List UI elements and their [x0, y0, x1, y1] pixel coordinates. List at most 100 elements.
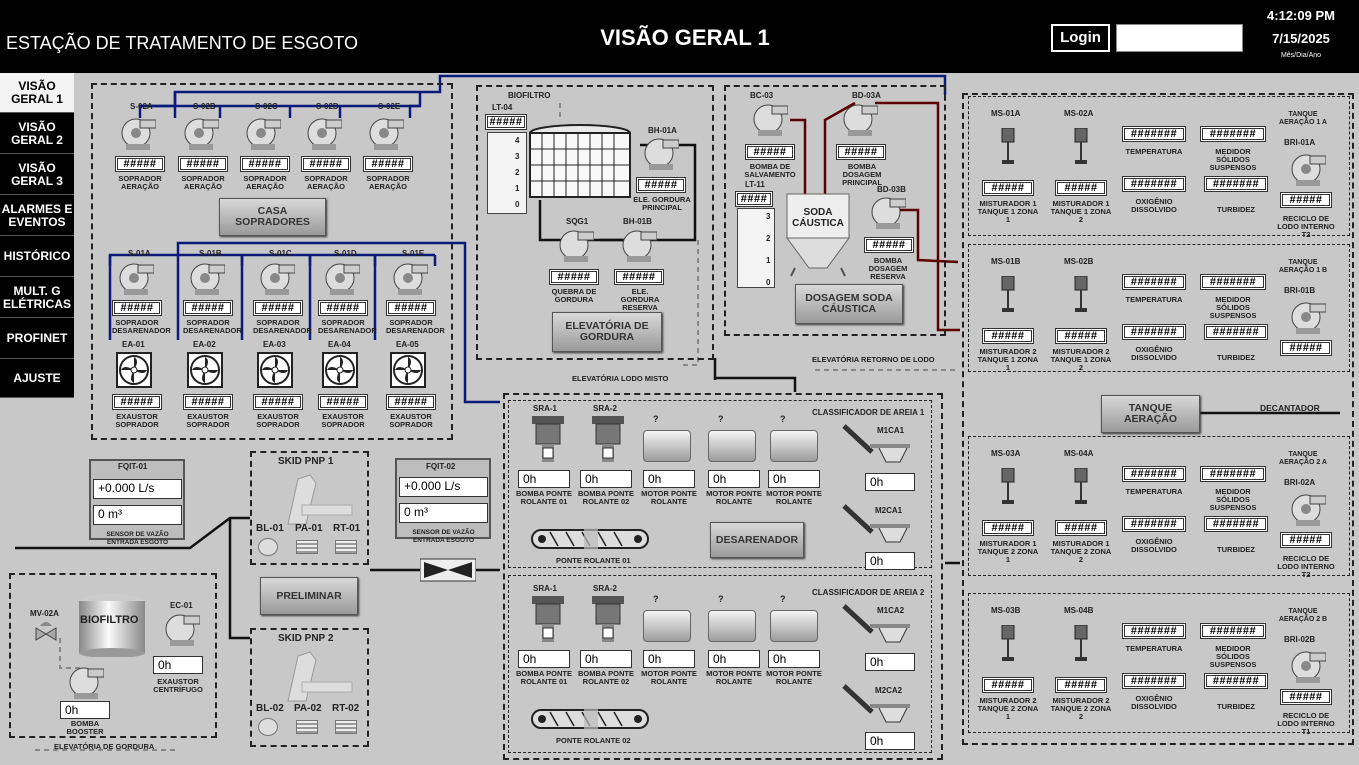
classif1-motor-icon-0[interactable] [643, 430, 691, 462]
classif2-hours-3[interactable]: 0h [708, 650, 760, 668]
aer-1-bri-value[interactable]: ##### [1280, 340, 1332, 356]
desarenador-button[interactable]: DESARENADOR [710, 522, 804, 558]
classif1-hours-2[interactable]: 0h [643, 470, 695, 488]
aer-2-mixer-value-1[interactable]: ##### [1055, 520, 1107, 536]
blower-aer-value-1[interactable]: ##### [178, 156, 228, 172]
aer-0-temp-value[interactable]: ####### [1122, 126, 1186, 142]
classif2-hours-1[interactable]: 0h [580, 650, 632, 668]
booster-hours[interactable]: 0h [60, 701, 110, 719]
exhaust-fan-icon-3[interactable] [322, 352, 358, 388]
classif1-m1-icon[interactable] [842, 422, 912, 466]
classif1-motor-icon-2[interactable] [770, 430, 818, 462]
blower-des-value-1[interactable]: ##### [183, 300, 233, 316]
bd03a-pump-icon[interactable] [842, 102, 879, 136]
blower-des-value-3[interactable]: ##### [318, 300, 368, 316]
nav-alarmes[interactable]: ALARMES E EVENTOS [0, 196, 74, 236]
blower-aer-icon-0[interactable] [120, 116, 157, 150]
aer-2-turb-value[interactable]: ####### [1204, 516, 1268, 532]
bd03b-value[interactable]: ##### [864, 237, 914, 253]
aer-0-o2-value[interactable]: ####### [1122, 176, 1186, 192]
blower-des-icon-0[interactable] [118, 261, 155, 295]
blower-aer-icon-2[interactable] [245, 116, 282, 150]
bd03b-pump-icon[interactable] [870, 195, 907, 229]
aer-0-mixer-value-0[interactable]: ##### [982, 180, 1034, 196]
nav-historico[interactable]: HISTÓRICO [0, 237, 74, 277]
classif1-hours-3[interactable]: 0h [708, 470, 760, 488]
nav-ajuste[interactable]: AJUSTE [0, 360, 74, 398]
fqit-02-flow[interactable]: +0.000 L/s [399, 477, 488, 497]
blower-aer-value-2[interactable]: ##### [240, 156, 290, 172]
aer-2-temp-value[interactable]: ####### [1122, 466, 1186, 482]
aer-0-solids-value[interactable]: ####### [1200, 126, 1266, 142]
exhaust-value-1[interactable]: ##### [183, 394, 233, 410]
elevatoria-gordura-button[interactable]: ELEVATÓRIA DE GORDURA [552, 312, 662, 352]
aer-0-bri-value[interactable]: ##### [1280, 192, 1332, 208]
classif1-m2-icon[interactable] [842, 502, 912, 546]
rt-02-icon[interactable] [335, 720, 357, 734]
aer-3-mixer-value-1[interactable]: ##### [1055, 677, 1107, 693]
aer-0-mixer-value-1[interactable]: ##### [1055, 180, 1107, 196]
aer-1-mixer-icon-1[interactable] [1072, 275, 1090, 316]
bl-01-icon[interactable] [258, 538, 278, 556]
aer-0-mixer-icon-1[interactable] [1072, 127, 1090, 168]
classif2-motor-icon-0[interactable] [643, 610, 691, 642]
exhaust-fan-icon-0[interactable] [116, 352, 152, 388]
blower-aer-icon-3[interactable] [306, 116, 343, 150]
aer-2-mixer-value-0[interactable]: ##### [982, 520, 1034, 536]
classif1-m2-hours[interactable]: 0h [865, 552, 915, 570]
classif1-hours-4[interactable]: 0h [768, 470, 820, 488]
aer-1-mixer-value-0[interactable]: ##### [982, 328, 1034, 344]
pa-01-icon[interactable] [296, 540, 318, 554]
classif2-hours-0[interactable]: 0h [518, 650, 570, 668]
ec-01-hours[interactable]: 0h [153, 656, 203, 674]
classif2-m2-icon[interactable] [842, 682, 912, 726]
blower-des-icon-1[interactable] [189, 261, 226, 295]
classif1-motor-icon-1[interactable] [708, 430, 756, 462]
bl-02-tag[interactable]: BL-02 [256, 703, 284, 714]
classif2-sra-icon-1[interactable] [590, 596, 626, 646]
classif1-m1-hours[interactable]: 0h [865, 473, 915, 491]
aer-2-solids-value[interactable]: ####### [1200, 466, 1266, 482]
blower-aer-value-3[interactable]: ##### [301, 156, 351, 172]
bl-02-icon[interactable] [258, 718, 278, 736]
nav-visao-geral-3[interactable]: VISÃO GERAL 3 [0, 155, 74, 195]
booster-pump-icon[interactable] [68, 665, 105, 699]
pa-02-tag[interactable]: PA-02 [294, 703, 322, 714]
aer-3-turb-value[interactable]: ####### [1204, 673, 1268, 689]
blower-des-icon-3[interactable] [324, 261, 361, 295]
fqit-02-volume[interactable]: 0 m³ [399, 503, 488, 523]
pa-01-tag[interactable]: PA-01 [295, 523, 323, 534]
lt-04-value[interactable]: ##### [485, 114, 527, 130]
classif2-motor-icon-1[interactable] [708, 610, 756, 642]
blower-aer-value-4[interactable]: ##### [363, 156, 413, 172]
sqg1-pump-icon[interactable] [558, 228, 595, 262]
bd03a-value[interactable]: ##### [836, 144, 886, 160]
fqit-01-flow[interactable]: +0.000 L/s [93, 479, 182, 499]
bc03-value[interactable]: ##### [745, 144, 795, 160]
blower-des-value-2[interactable]: ##### [253, 300, 303, 316]
aer-3-temp-value[interactable]: ####### [1122, 623, 1186, 639]
bh01a-value[interactable]: ##### [636, 177, 686, 193]
aer-1-mixer-icon-0[interactable] [999, 275, 1017, 316]
blower-aer-icon-1[interactable] [183, 116, 220, 150]
blower-des-value-4[interactable]: ##### [386, 300, 436, 316]
aer-2-mixer-icon-0[interactable] [999, 467, 1017, 508]
aer-0-mixer-icon-0[interactable] [999, 127, 1017, 168]
classif1-hours-0[interactable]: 0h [518, 470, 570, 488]
classif2-motor-icon-2[interactable] [770, 610, 818, 642]
aer-3-solids-value[interactable]: ####### [1200, 623, 1266, 639]
blower-des-value-0[interactable]: ##### [112, 300, 162, 316]
aer-2-o2-value[interactable]: ####### [1122, 516, 1186, 532]
blower-des-icon-2[interactable] [259, 261, 296, 295]
preliminar-button[interactable]: PRELIMINAR [260, 577, 358, 615]
exhaust-value-2[interactable]: ##### [253, 394, 303, 410]
aer-1-temp-value[interactable]: ####### [1122, 274, 1186, 290]
classif2-sra-icon-0[interactable] [530, 596, 566, 646]
pa-02-icon[interactable] [296, 720, 318, 734]
classif2-hours-2[interactable]: 0h [643, 650, 695, 668]
aer-2-bri-value[interactable]: ##### [1280, 532, 1332, 548]
nav-visao-geral-1[interactable]: VISÃO GERAL 1 [0, 73, 74, 113]
classif1-hours-1[interactable]: 0h [580, 470, 632, 488]
bc03-pump-icon[interactable] [752, 102, 789, 136]
ec-01-fan-icon[interactable] [164, 612, 201, 646]
